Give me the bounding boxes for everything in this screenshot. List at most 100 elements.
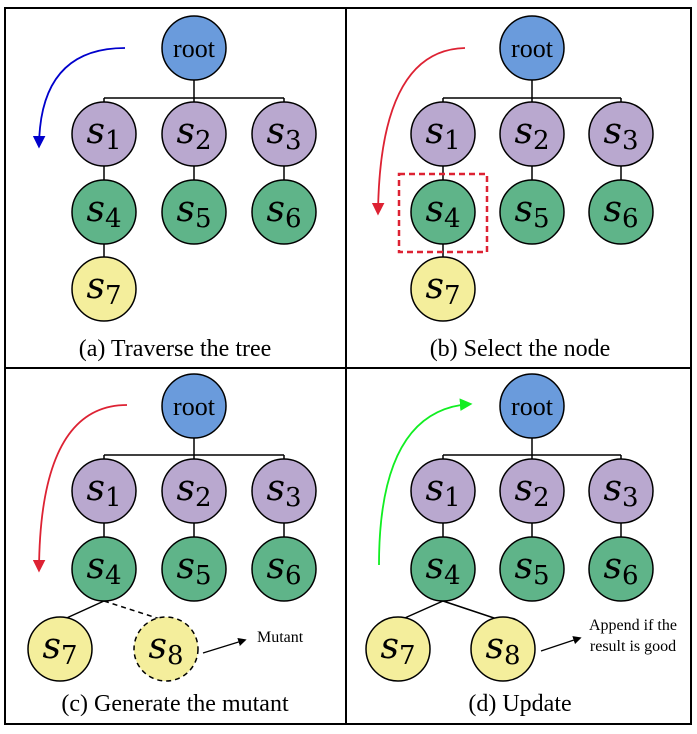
svg-text:s5: s5	[176, 189, 211, 234]
node-sym: s	[380, 626, 398, 667]
svg-text:s2: s2	[176, 111, 211, 156]
node-s7-a: s7	[71, 256, 137, 322]
node-sym: s	[176, 468, 194, 509]
root-label: root	[511, 34, 554, 63]
panel-b: root s1 s2 s3 s4 s5 s6 s7	[371, 15, 654, 362]
node-sub: 6	[285, 204, 302, 234]
svg-text:s5: s5	[514, 189, 549, 234]
caption-d: (d) Update	[468, 691, 571, 717]
caption-c: (c) Generate the mutant	[61, 691, 289, 717]
node-sub: 5	[533, 204, 550, 234]
svg-text:s3: s3	[266, 468, 301, 513]
svg-text:s1: s1	[425, 111, 460, 156]
node-sub: 3	[285, 483, 302, 513]
node-s7-b: s7	[410, 256, 476, 322]
select-arrow	[371, 47, 466, 216]
panel-d: root s1 s2 s3 s4 s5 s6 s7	[365, 373, 677, 717]
update-arrow	[378, 398, 473, 566]
node-s5-d: s5	[499, 536, 565, 602]
svg-text:s3: s3	[603, 468, 638, 513]
node-root-d: root	[499, 373, 565, 439]
panel-c: root s1 s2 s3 s4 s5 s6 s7	[27, 373, 317, 717]
svg-text:s1: s1	[86, 111, 121, 156]
node-sym: s	[425, 111, 443, 152]
svg-text:s1: s1	[86, 468, 121, 513]
outer-frame	[4, 7, 692, 725]
svg-text:s5: s5	[176, 546, 211, 591]
node-s6-a: s6	[251, 179, 317, 245]
node-s2-b: s2	[499, 101, 565, 167]
traverse-arrow	[32, 47, 126, 149]
node-s2-a: s2	[161, 101, 227, 167]
svg-text:s1: s1	[425, 468, 460, 513]
node-sub: 5	[195, 204, 212, 234]
node-s8-d: s8	[470, 616, 536, 682]
node-sym: s	[176, 546, 194, 587]
node-sym: s	[425, 189, 443, 230]
node-s2-c: s2	[161, 458, 227, 524]
node-sym: s	[86, 546, 104, 587]
svg-text:s6: s6	[266, 189, 301, 234]
node-sym: s	[148, 626, 166, 667]
svg-text:s8: s8	[485, 626, 520, 671]
svg-text:s3: s3	[266, 111, 301, 156]
node-sym: s	[176, 189, 194, 230]
node-sym: s	[425, 468, 443, 509]
node-root-c: root	[161, 373, 227, 439]
node-sub: 6	[285, 561, 302, 591]
node-sym: s	[266, 546, 284, 587]
node-sym: s	[266, 468, 284, 509]
node-sub: 3	[285, 126, 302, 156]
svg-text:s4: s4	[86, 546, 121, 591]
node-s5-a: s5	[161, 179, 227, 245]
node-s3-d: s3	[588, 458, 654, 524]
node-s3-a: s3	[251, 101, 317, 167]
node-s4-b: s4	[410, 179, 476, 245]
caption-b: (b) Select the node	[430, 336, 611, 362]
mutant-pointer-arrow	[202, 637, 247, 654]
svg-text:s4: s4	[425, 189, 460, 234]
node-s1-d: s1	[410, 458, 476, 524]
node-sub: 8	[504, 641, 521, 671]
node-s7-d: s7	[365, 616, 431, 682]
node-sym: s	[603, 468, 621, 509]
node-sub: 7	[399, 641, 416, 671]
node-sym: s	[603, 546, 621, 587]
mutant-label: Mutant	[257, 629, 304, 646]
node-sub: 3	[622, 126, 639, 156]
node-sub: 1	[105, 126, 122, 156]
node-sub: 5	[533, 561, 550, 591]
node-sym: s	[485, 626, 503, 667]
append-label-line2: result is good	[590, 638, 676, 655]
node-sym: s	[514, 189, 532, 230]
node-sym: s	[603, 189, 621, 230]
node-s6-b: s6	[588, 179, 654, 245]
node-sub: 2	[195, 126, 212, 156]
svg-text:s3: s3	[603, 111, 638, 156]
node-s3-c: s3	[251, 458, 317, 524]
node-sub: 7	[444, 281, 461, 311]
svg-text:s7: s7	[86, 266, 121, 311]
node-s4-d: s4	[410, 536, 476, 602]
node-sym: s	[176, 111, 194, 152]
node-s2-d: s2	[499, 458, 565, 524]
svg-text:s2: s2	[176, 468, 211, 513]
node-sub: 7	[61, 641, 78, 671]
node-s4-c: s4	[71, 536, 137, 602]
node-s1-b: s1	[410, 101, 476, 167]
edges-a	[103, 79, 285, 257]
node-sub: 1	[105, 483, 122, 513]
node-sym: s	[86, 111, 104, 152]
svg-text:s7: s7	[42, 626, 77, 671]
node-sub: 8	[167, 641, 184, 671]
svg-text:s5: s5	[514, 546, 549, 591]
node-sub: 3	[622, 483, 639, 513]
node-sym: s	[514, 111, 532, 152]
node-sub: 7	[105, 281, 122, 311]
svg-text:s7: s7	[380, 626, 415, 671]
node-s1-c: s1	[71, 458, 137, 524]
svg-text:s6: s6	[603, 546, 638, 591]
svg-text:s4: s4	[425, 546, 460, 591]
node-sub: 4	[105, 561, 122, 591]
svg-text:s4: s4	[86, 189, 121, 234]
